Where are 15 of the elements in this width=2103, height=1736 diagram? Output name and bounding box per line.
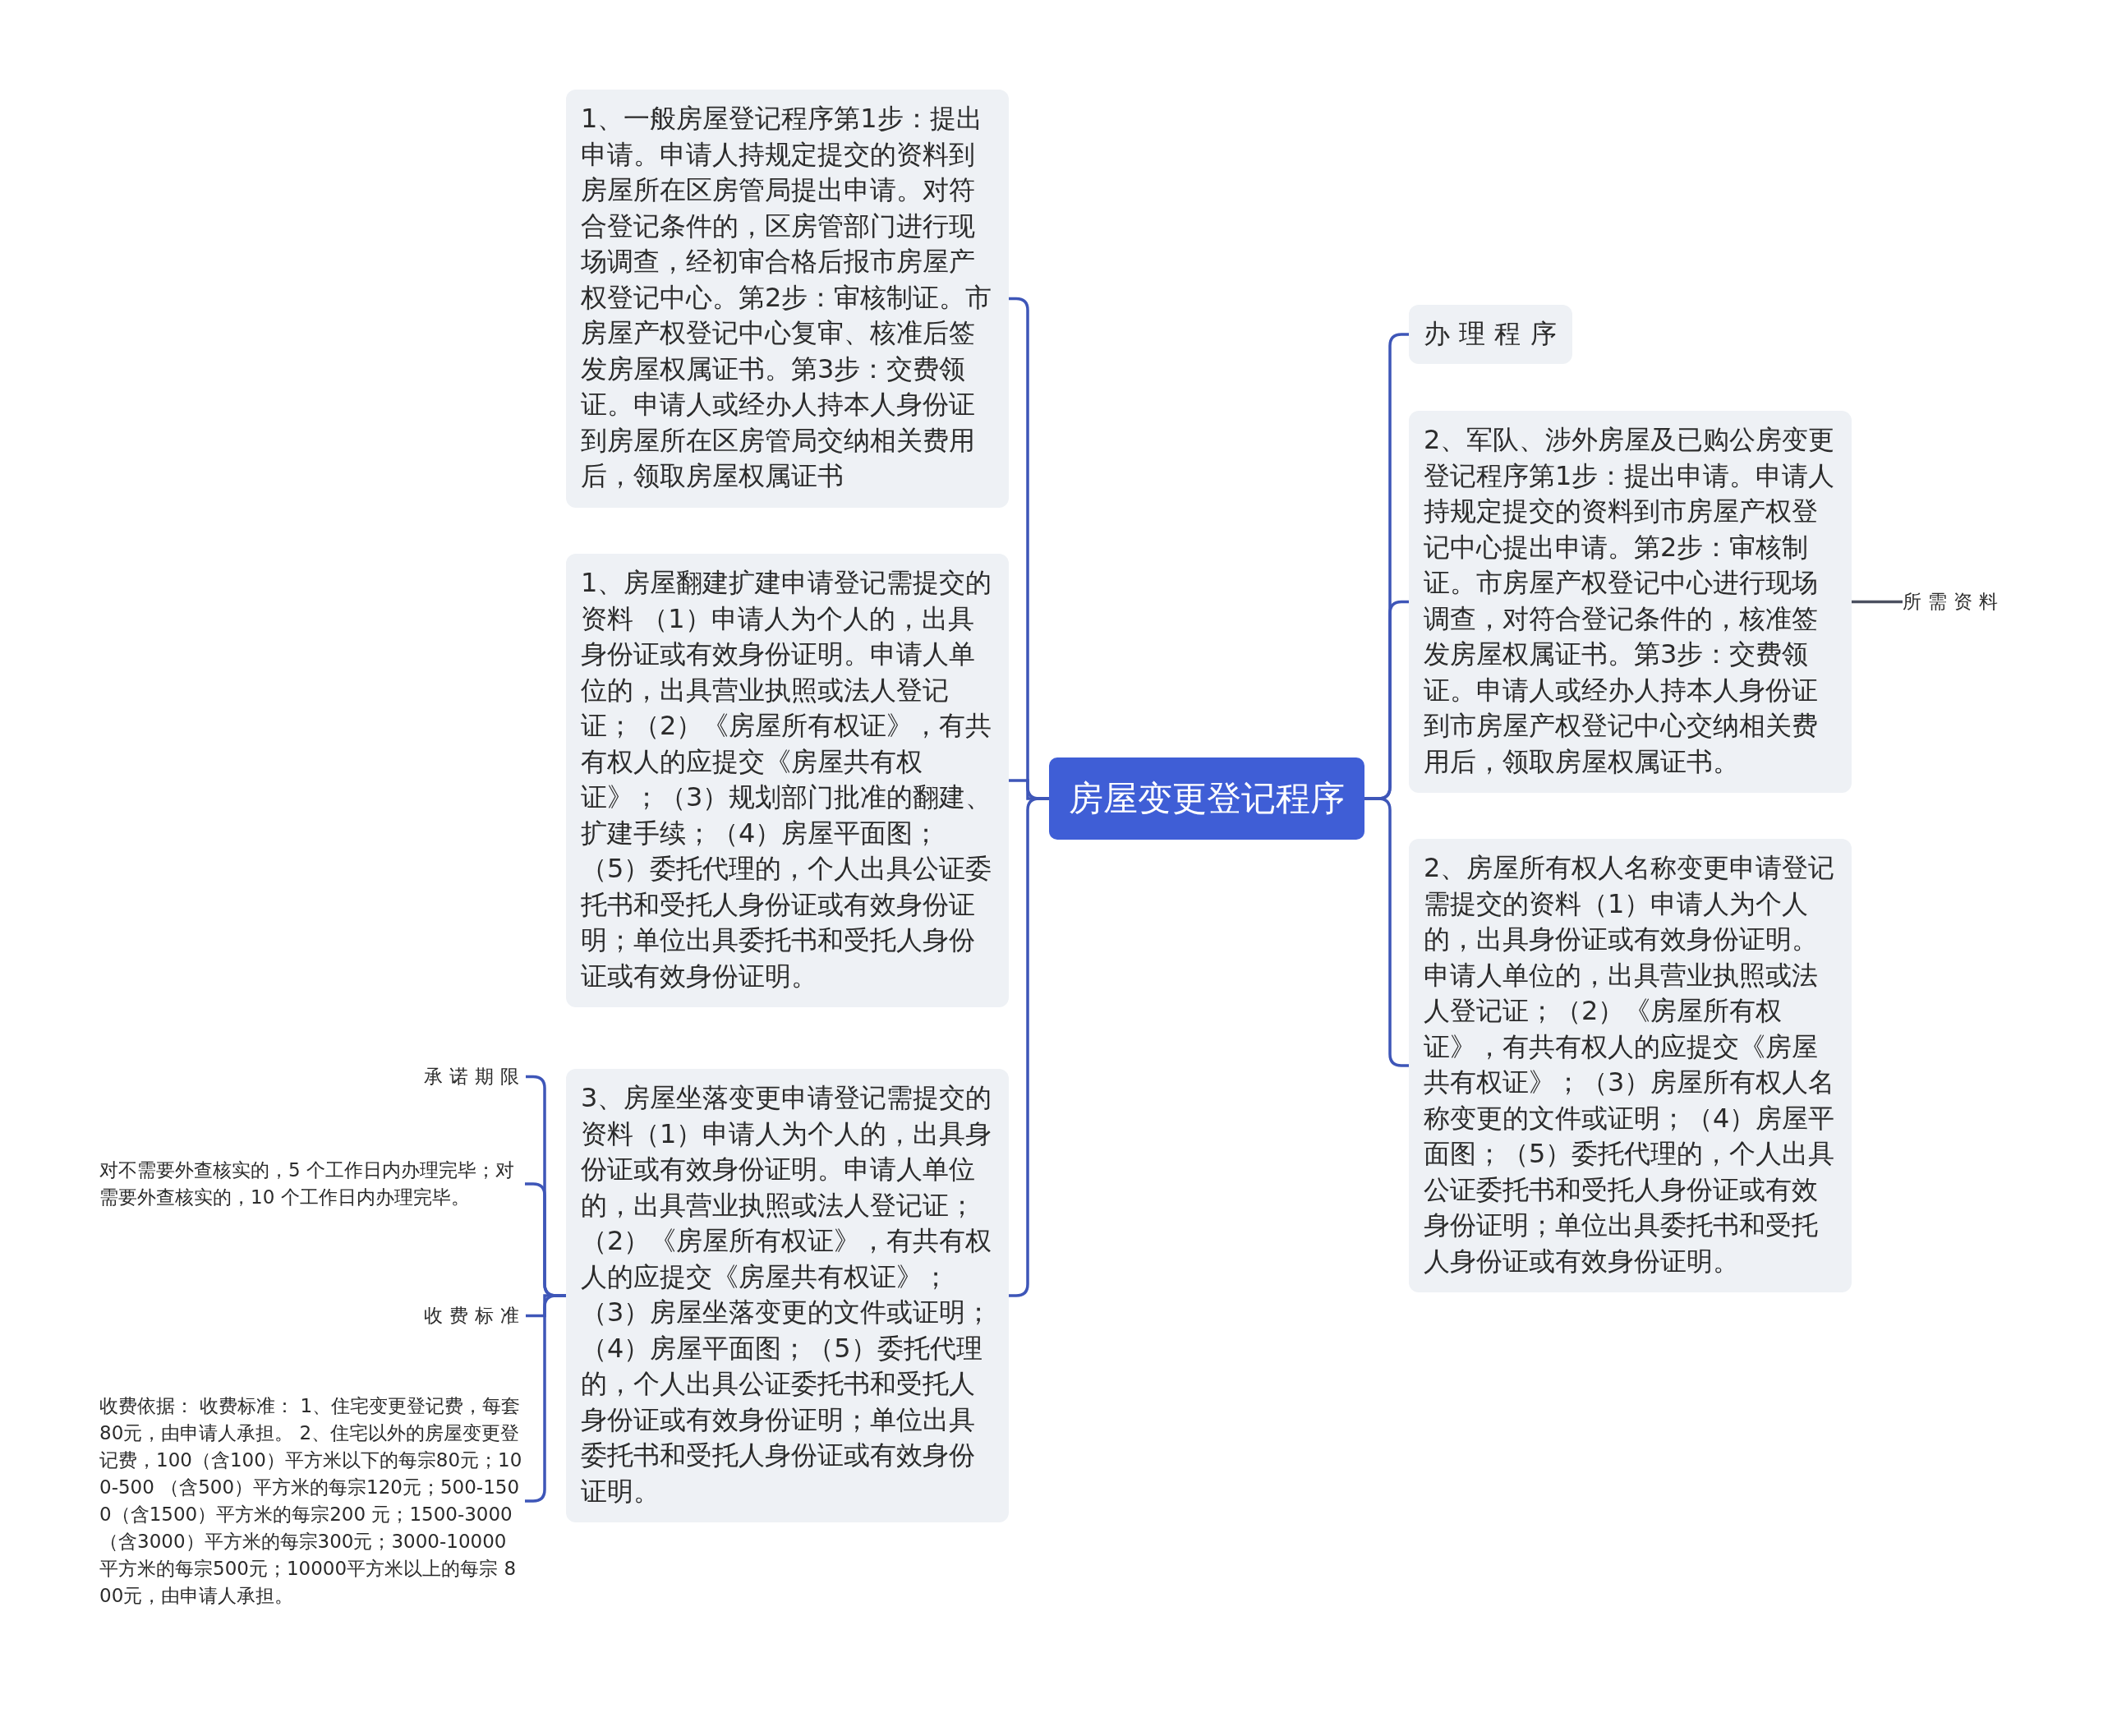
- central-topic: 房屋变更登记程序: [1049, 757, 1364, 840]
- note-text: 对不需要外查核实的，5 个工作日内办理完毕；对需要外查核实的，10 个工作日内办理完毕。: [99, 1157, 525, 1211]
- topic-card: 2、房屋所有权人名称变更申请登记需提交的资料（1）申请人为个人的，出具身份证或有效身份证明。申请人单位的，出具营业执照或法人登记证；（2）《房屋所有权证》，有共有权人的应提交《房屋共有权证》；（3）房屋所有权人名称变更的文件或证明；（4）房屋平面图；（5）委托代理的，个人出具公证委托书和受托人身份证或有效身份证明；单位出具委托书和受托人身份证或有效身份证明。: [1409, 839, 1852, 1292]
- note-text: 收费依据： 收费标准： 1、住宅变更登记费，每套80元，由申请人承担。 2、住宅以外的房屋变更登记费，100（含100）平方米以下的每宗80元；100-500 （含500）平方米的每宗120元；500-1500（含1500）平方米的每宗200 元；1500-3000 （含3000）平方米的每宗300元；3000-10000平方米的每宗500元；10000平方米以上的每宗 800元，由申请人承担。: [99, 1393, 525, 1609]
- topic-label: 收费标准: [423, 1302, 526, 1329]
- connector-line: [1852, 600, 1903, 604]
- topic-card: 3、房屋坐落变更申请登记需提交的资料（1）申请人为个人的，出具身份证或有效身份证明。申请人单位的，出具营业执照或法人登记证；（2）《房屋所有权证》，有共有权人的应提交《房屋共有权证》；（3）房屋坐落变更的文件或证明；（4）房屋平面图；（5）委托代理的，个人出具公证委托书和受托人身份证或有效身份证明；单位出具委托书和受托人身份证或有效身份证明。: [566, 1069, 1009, 1522]
- connector-line: [1009, 797, 1049, 1297]
- topic-card: 1、房屋翻建扩建申请登记需提交的资料 （1）申请人为个人的，出具身份证或有效身份证明。申请人单位的，出具营业执照或法人登记证；（2）《房屋所有权证》，有共有权人的应提交《房屋共有权证》；（3）规划部门批准的翻建、扩建手续；（4）房屋平面图；（5）委托代理的，个人出具公证委托书和受托人身份证或有效身份证明；单位出具委托书和受托人身份证或有效身份证明。: [566, 554, 1009, 1007]
- connector-line: [1364, 797, 1409, 1067]
- topic-card: 1、一般房屋登记程序第1步：提出申请。申请人持规定提交的资料到房屋所在区房管局提出申请。对符合登记条件的，区房管部门进行现场调查，经初审合格后报市房屋产权登记中心。第2步：审核制证。市房屋产权登记中心复审、核准后签发房屋权属证书。第3步：交费领证。申请人或经办人持本人身份证到房屋所在区房管局交纳相关费用后，领取房屋权属证书: [566, 90, 1009, 508]
- topic-card: 2、军队、涉外房屋及已购公房变更登记程序第1步：提出申请。申请人持规定提交的资料到市房屋产权登记中心提出申请。第2步：审核制证。市房屋产权登记中心进行现场调查，对符合登记条件的，核准签发房屋权属证书。第3步：交费领证。申请人或经办人持本人身份证到市房屋产权登记中心交纳相关费用后，领取房屋权属证书。: [1409, 411, 1852, 793]
- topic-label: 所需资料: [1903, 588, 2005, 615]
- topic-label: 承诺期限: [423, 1063, 526, 1090]
- topic-card: 办理程序: [1409, 305, 1572, 364]
